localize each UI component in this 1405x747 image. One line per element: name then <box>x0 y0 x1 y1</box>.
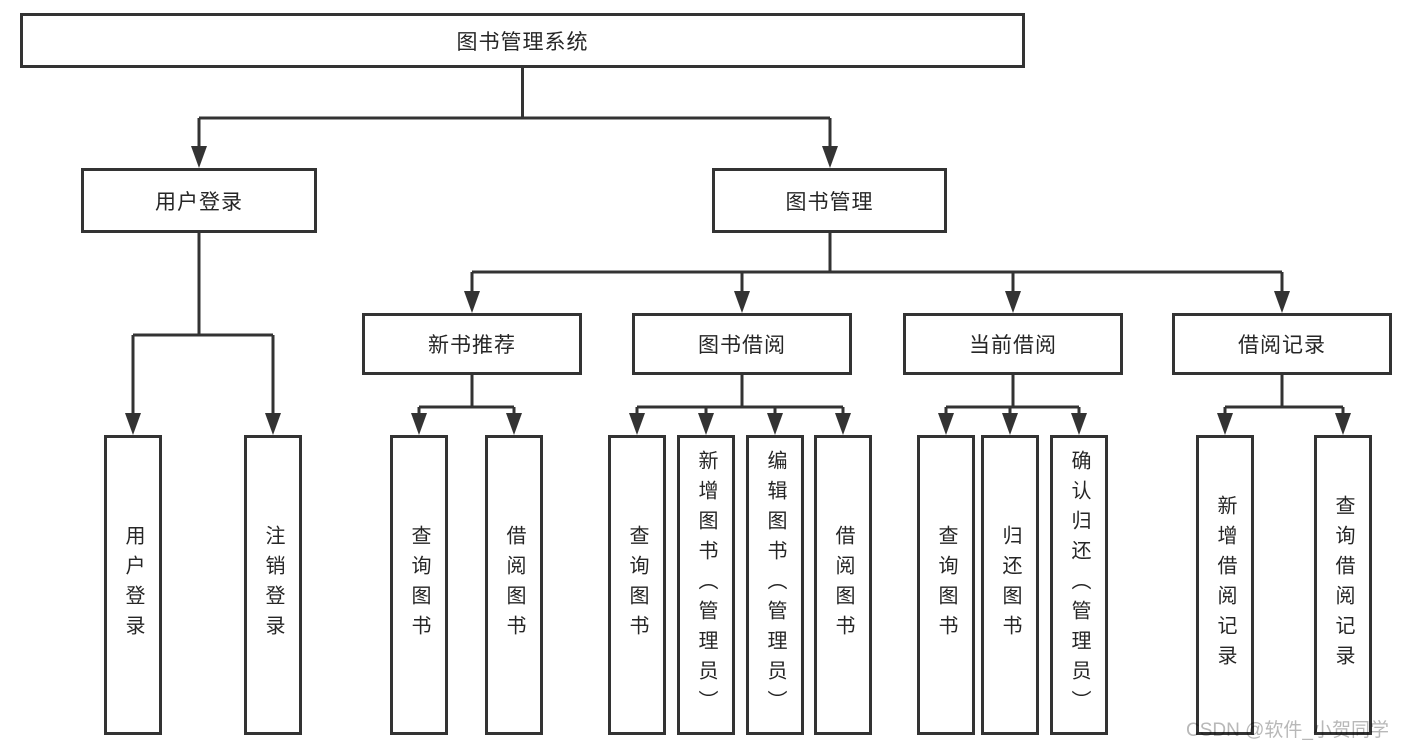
leaf-label: 借阅图书 <box>832 525 854 645</box>
leaf-logout-login: 注销登录 <box>244 435 302 735</box>
node-library-management-system: 图书管理系统 <box>20 13 1025 68</box>
leaf-label: 查询借阅记录 <box>1332 495 1354 675</box>
leaf-edit-books-admin: 编辑图书（管理员） <box>746 435 804 735</box>
leaf-label: 查询图书 <box>935 525 957 645</box>
node-label: 图书借阅 <box>698 334 786 357</box>
leaf-label: 借阅图书 <box>503 525 525 645</box>
node-label: 图书管理系统 <box>456 30 589 54</box>
leaf-borrow-books-recommend: 借阅图书 <box>485 435 543 735</box>
leaf-label: 编辑图书（管理员） <box>764 450 786 720</box>
leaf-add-borrow-record: 新增借阅记录 <box>1196 435 1254 735</box>
node-borrowing-records: 借阅记录 <box>1172 313 1392 375</box>
leaf-add-books-admin: 新增图书（管理员） <box>677 435 735 735</box>
leaf-label: 查询图书 <box>626 525 648 645</box>
node-label: 新书推荐 <box>428 334 516 357</box>
leaf-label: 确认归还（管理员） <box>1068 450 1090 720</box>
leaf-label: 用户登录 <box>122 525 144 645</box>
leaf-borrow-books-borrowing: 借阅图书 <box>814 435 872 735</box>
leaf-label: 新增图书（管理员） <box>695 450 717 720</box>
leaf-confirm-return-admin: 确认归还（管理员） <box>1050 435 1108 735</box>
node-user-login: 用户登录 <box>81 168 317 233</box>
csdn-watermark: CSDN @软件_小贺同学 <box>1186 720 1389 741</box>
node-current-borrowing: 当前借阅 <box>903 313 1123 375</box>
leaf-query-books-current: 查询图书 <box>917 435 975 735</box>
node-new-book-recommendation: 新书推荐 <box>362 313 582 375</box>
leaf-label: 归还图书 <box>999 525 1021 645</box>
node-label: 借阅记录 <box>1238 334 1326 357</box>
leaf-query-books-borrowing: 查询图书 <box>608 435 666 735</box>
leaf-query-books-recommend: 查询图书 <box>390 435 448 735</box>
leaf-query-borrow-record: 查询借阅记录 <box>1314 435 1372 735</box>
leaf-label: 新增借阅记录 <box>1214 495 1236 675</box>
node-label: 当前借阅 <box>969 334 1057 357</box>
leaf-return-books: 归还图书 <box>981 435 1039 735</box>
node-label: 用户登录 <box>155 190 243 214</box>
leaf-label: 查询图书 <box>408 525 430 645</box>
node-book-management: 图书管理 <box>712 168 947 233</box>
node-book-borrowing: 图书借阅 <box>632 313 852 375</box>
leaf-label: 注销登录 <box>262 525 284 645</box>
leaf-user-login: 用户登录 <box>104 435 162 735</box>
node-label: 图书管理 <box>785 190 874 214</box>
